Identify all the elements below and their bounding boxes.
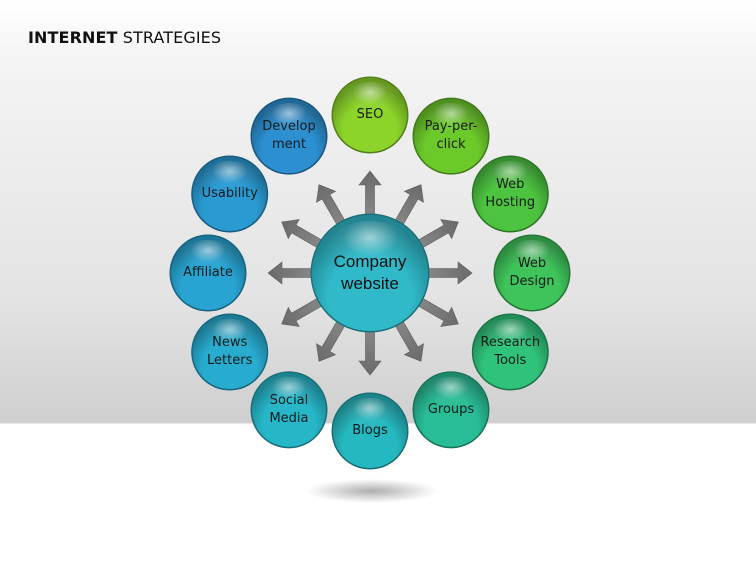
node-usability — [191, 155, 269, 233]
node-label-groups: Groups — [414, 373, 488, 447]
node-development-highlight — [262, 102, 316, 139]
node-news-letters-highlight — [203, 318, 257, 355]
center-node-highlight — [328, 220, 412, 277]
center-node — [310, 213, 430, 333]
node-line1-groups: Groups — [427, 401, 475, 417]
node-line1-usability: Usability — [201, 186, 258, 201]
node-web-design — [493, 234, 571, 312]
node-news-letters — [191, 313, 269, 391]
node-research-tools-highlight — [483, 318, 537, 355]
node-line1-news-letters: News — [212, 335, 248, 350]
node-label-blogs: Blogs — [333, 394, 407, 468]
node-line1-web-hosting: Web — [496, 177, 525, 192]
node-social-media — [250, 371, 328, 449]
node-line2-pay-per-click: click — [436, 137, 466, 153]
node-label-usability: Usability — [193, 157, 267, 231]
node-affiliate — [169, 234, 247, 312]
node-label-development: Develop ment — [252, 99, 326, 173]
node-line2-web-hosting: Hosting — [485, 195, 536, 210]
node-line2-development: ment — [272, 137, 306, 153]
center-node-group — [310, 213, 430, 333]
node-blogs — [331, 392, 409, 470]
slide-title: INTERNET STRATEGIES — [28, 28, 221, 47]
node-web-hosting-highlight — [483, 160, 537, 197]
node-line1-pay-per-click: Pay-per- — [424, 119, 478, 135]
node-affiliate-highlight — [181, 239, 235, 276]
nodes-group — [169, 76, 571, 470]
floor-shadow — [306, 479, 438, 503]
node-line1-research-tools: Research — [480, 335, 541, 350]
node-line1-social-media: Social — [269, 392, 309, 408]
node-line2-news-letters: Letters — [207, 353, 253, 368]
node-label-affiliate: Affiliate — [171, 236, 245, 310]
node-pay-per-click — [412, 97, 490, 175]
center-line2: website — [341, 274, 399, 293]
node-seo-highlight — [343, 81, 397, 118]
node-line2-research-tools: Tools — [494, 353, 527, 368]
node-line1-development: Develop — [262, 119, 316, 135]
node-label-pay-per-click: Pay-per-click — [414, 99, 488, 173]
node-label-seo: SEO — [333, 78, 407, 152]
node-line1-affiliate: Affiliate — [183, 265, 233, 280]
node-web-design-highlight — [505, 239, 559, 276]
node-research-tools — [471, 313, 549, 391]
node-development — [250, 97, 328, 175]
node-line2-social-media: Media — [269, 410, 309, 426]
node-line2-web-design: Design — [509, 274, 555, 289]
node-line1-web-design: Web — [517, 256, 547, 271]
center-node-label: Company website — [312, 215, 428, 331]
node-pay-per-click-highlight — [424, 102, 478, 139]
title-bold: INTERNET — [28, 28, 118, 47]
center-line1: Company — [333, 252, 407, 271]
title-rest: STRATEGIES — [117, 28, 222, 47]
node-social-media-highlight — [262, 376, 316, 413]
node-line1-seo: SEO — [356, 107, 384, 122]
node-web-hosting — [471, 155, 549, 233]
node-groups — [412, 371, 490, 449]
node-blogs-highlight — [343, 397, 397, 434]
node-line1-blogs: Blogs — [352, 423, 388, 438]
node-usability-highlight — [203, 160, 257, 197]
arrows-group — [267, 170, 473, 376]
node-groups-highlight — [424, 376, 478, 413]
node-seo — [331, 76, 409, 154]
